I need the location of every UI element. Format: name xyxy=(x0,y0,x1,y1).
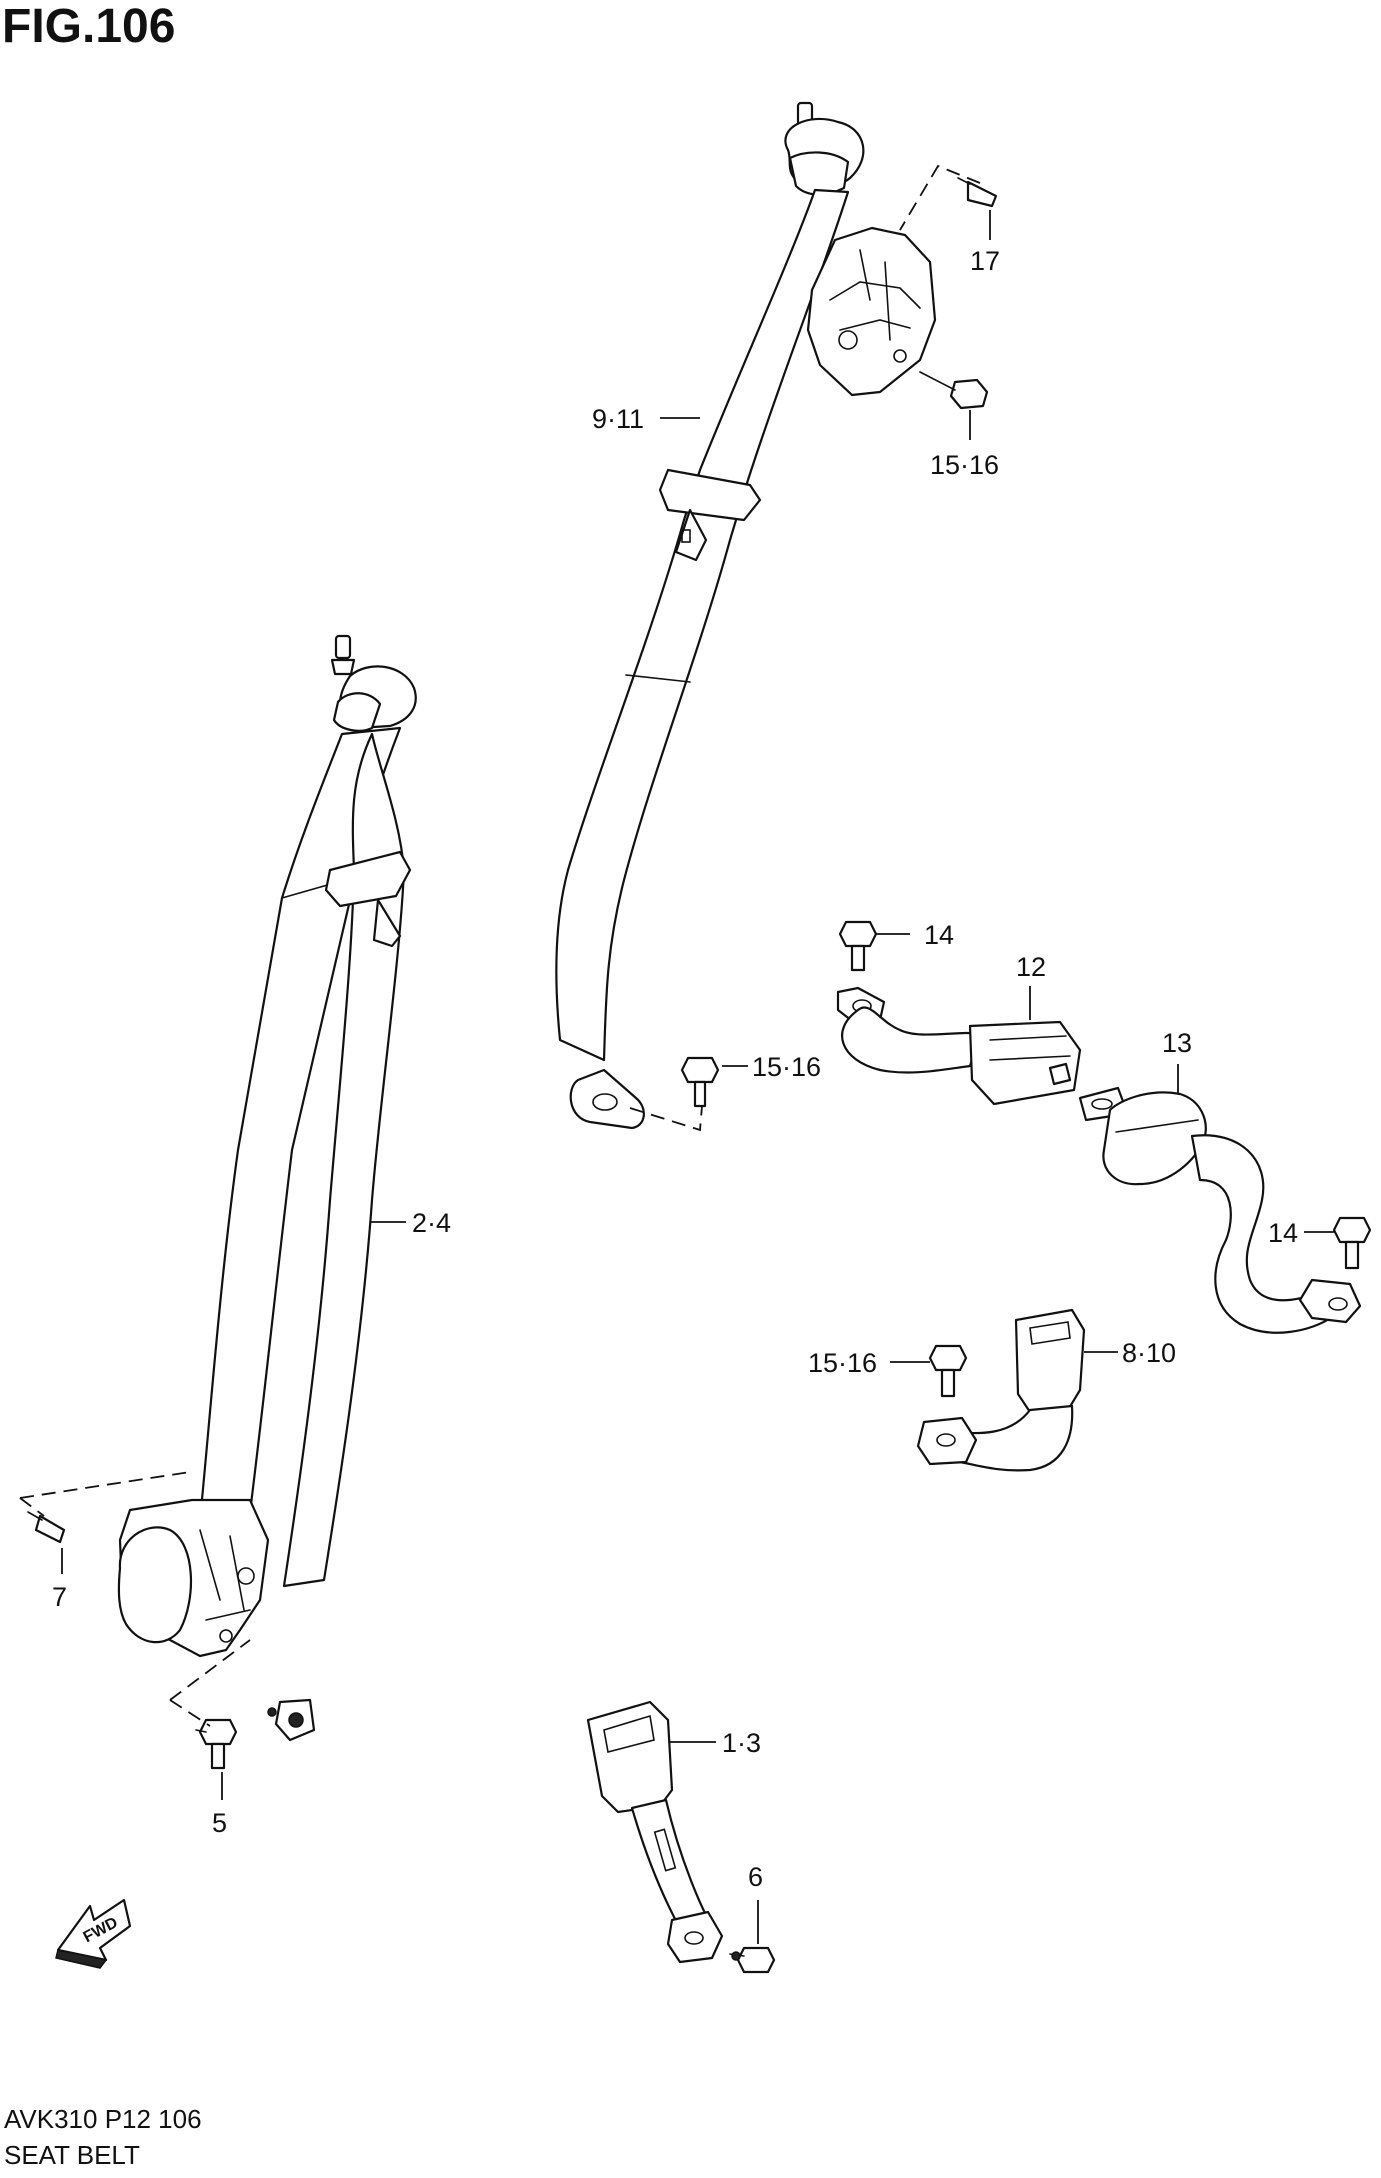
callout-12: 12 xyxy=(1016,952,1046,982)
center-belt-bolt-right xyxy=(1332,1216,1372,1270)
figure-title: FIG.106 xyxy=(2,0,175,53)
buckle-webbing-12 xyxy=(841,1006,982,1074)
buckle-assembly-8-10 xyxy=(916,1308,1086,1472)
rear-seat-belt-assembly xyxy=(27,634,417,1770)
center-seat-belt-assembly xyxy=(836,920,1372,1334)
callout-6: 6 xyxy=(748,1862,763,1892)
belt-guide-loop xyxy=(658,468,762,562)
center-belt-bolt-top xyxy=(838,920,878,972)
trim-screw-17 xyxy=(957,177,998,208)
callout-14-right: 14 xyxy=(1268,1218,1298,1248)
rear-retractor xyxy=(117,1498,270,1658)
trim-screw-7 xyxy=(27,1511,66,1544)
front-seat-belt-assembly xyxy=(555,101,998,1130)
callout-15-16-low: 15·16 xyxy=(808,1348,877,1378)
callout-7: 7 xyxy=(52,1582,67,1612)
figure-name: SEAT BELT xyxy=(4,2140,140,2170)
retractor-bolt-5 xyxy=(195,1718,238,1770)
lower-anchor-bolt xyxy=(680,1056,720,1108)
leader-dashed-15-16-mid xyxy=(629,1105,703,1132)
leader-dashed-17 xyxy=(899,164,981,231)
front-lower-anchor xyxy=(569,1068,645,1130)
front-retractor xyxy=(806,226,937,397)
callout-8-10: 8·10 xyxy=(1122,1338,1176,1368)
buckle-assembly-1-3 xyxy=(586,1700,776,1974)
figure-code: AVK310 P12 106 xyxy=(4,2104,202,2134)
callout-14-top: 14 xyxy=(924,920,954,950)
leader-dashed-7 xyxy=(19,1471,191,1517)
callout-17: 17 xyxy=(970,246,1000,276)
callout-15-16-mid: 15·16 xyxy=(752,1052,821,1082)
front-belt-webbing xyxy=(555,188,850,1062)
callout-9-11: 9·11 xyxy=(592,404,644,434)
buckle-12 xyxy=(968,1020,1082,1106)
callout-5: 5 xyxy=(212,1808,227,1838)
callout-1-3: 1·3 xyxy=(722,1728,761,1758)
leader-dashed-5 xyxy=(169,1639,251,1727)
callout-15-16-top: 15·16 xyxy=(930,450,999,480)
callout-13: 13 xyxy=(1162,1028,1192,1058)
callout-2-4: 2·4 xyxy=(412,1208,451,1238)
rear-lower-anchor xyxy=(267,1698,316,1742)
center-anchor-plate xyxy=(1298,1278,1362,1324)
tongue-plate-13 xyxy=(1078,1086,1207,1186)
forward-direction-arrow: FWD xyxy=(55,1898,132,1969)
retractor-mounting-bolt xyxy=(919,371,989,410)
